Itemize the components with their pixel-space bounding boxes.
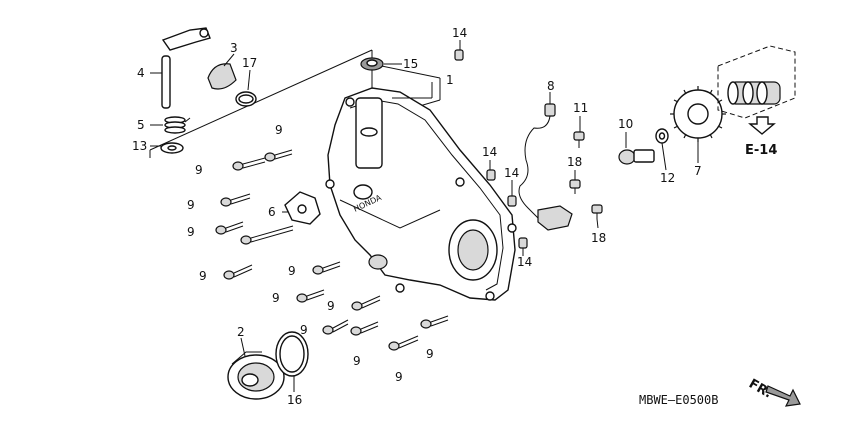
- part-16-o-ring: [275, 331, 309, 377]
- label-1: 1: [446, 73, 454, 87]
- callout-labels: 1 2 3 4 5 6 7 8 9 9 9 9 9 9 9 9 9 9 9 9 …: [132, 26, 777, 407]
- bolt-11: [350, 321, 379, 336]
- label-2: 2: [237, 325, 245, 339]
- part-11-bolt: [573, 131, 585, 148]
- bolt-7: [312, 261, 341, 275]
- label-9g: 9: [272, 291, 280, 305]
- part-7-gear: [670, 86, 726, 142]
- label-9j: 9: [353, 354, 361, 368]
- diagram-code: MBWE—E0500B: [639, 393, 718, 407]
- label-8: 8: [547, 79, 555, 93]
- label-3: 3: [230, 41, 238, 55]
- label-6: 6: [268, 205, 276, 219]
- label-10: 10: [618, 117, 633, 131]
- part-12-washer: [655, 128, 669, 144]
- label-9c: 9: [187, 198, 195, 212]
- label-7: 7: [694, 164, 702, 178]
- label-12: 12: [660, 171, 675, 185]
- part-5-spring: [164, 116, 191, 134]
- label-14d: 14: [517, 255, 532, 269]
- part-18-bolts: [569, 179, 603, 219]
- part-17-o-ring: [235, 91, 257, 107]
- label-9b: 9: [195, 163, 203, 177]
- label-9d: 9: [187, 225, 195, 239]
- reference-label: E-14: [745, 143, 777, 158]
- part-15-ring: [360, 57, 384, 71]
- bolt-6: [223, 264, 253, 280]
- label-18b: 18: [591, 231, 606, 245]
- label-14b: 14: [482, 145, 497, 159]
- label-16: 16: [287, 393, 302, 407]
- part-13-washer: [160, 142, 184, 154]
- label-4: 4: [137, 66, 145, 80]
- label-5: 5: [137, 118, 145, 132]
- front-arrow: [765, 385, 801, 407]
- label-9f: 9: [288, 264, 296, 278]
- reference-box: [717, 45, 796, 119]
- part-6-bracket: [284, 191, 321, 225]
- label-14c: 14: [504, 166, 519, 180]
- label-9i: 9: [300, 323, 308, 337]
- label-11: 11: [573, 101, 588, 115]
- label-18a: 18: [567, 155, 582, 169]
- bolts-part-9: [215, 149, 449, 351]
- label-9k: 9: [395, 370, 403, 384]
- part-8-sensor: [518, 103, 573, 231]
- front-label: FR.: [746, 376, 774, 401]
- label-9l: 9: [426, 347, 434, 361]
- part-2-cap: [227, 351, 285, 400]
- bolt-10: [322, 319, 349, 335]
- bolt-4: [215, 221, 244, 235]
- part-4-shaft: [161, 27, 211, 109]
- bolt-13: [420, 315, 449, 329]
- label-9a: 9: [275, 123, 283, 137]
- bolt-12: [388, 335, 419, 351]
- label-15: 15: [403, 57, 418, 71]
- reference-arrow: [748, 116, 776, 135]
- leader-lines: [150, 40, 699, 392]
- part-3-cap: [207, 63, 237, 90]
- label-14a: 14: [452, 26, 467, 40]
- clutch-shaft: [727, 81, 781, 105]
- part-1-crankcase-cover: HONDA: [325, 87, 517, 301]
- label-13: 13: [132, 139, 147, 153]
- bolt-2: [264, 149, 293, 162]
- label-17: 17: [242, 56, 257, 70]
- bolt-9: [351, 295, 381, 311]
- bolt-8: [296, 289, 325, 303]
- part-10-bolt: [618, 149, 655, 165]
- dowels-part-14: [454, 49, 528, 249]
- bolt-3: [220, 193, 251, 207]
- bolt-5: [240, 225, 294, 245]
- label-9h: 9: [327, 299, 335, 313]
- bolt-1: [232, 157, 266, 171]
- label-9e: 9: [199, 269, 207, 283]
